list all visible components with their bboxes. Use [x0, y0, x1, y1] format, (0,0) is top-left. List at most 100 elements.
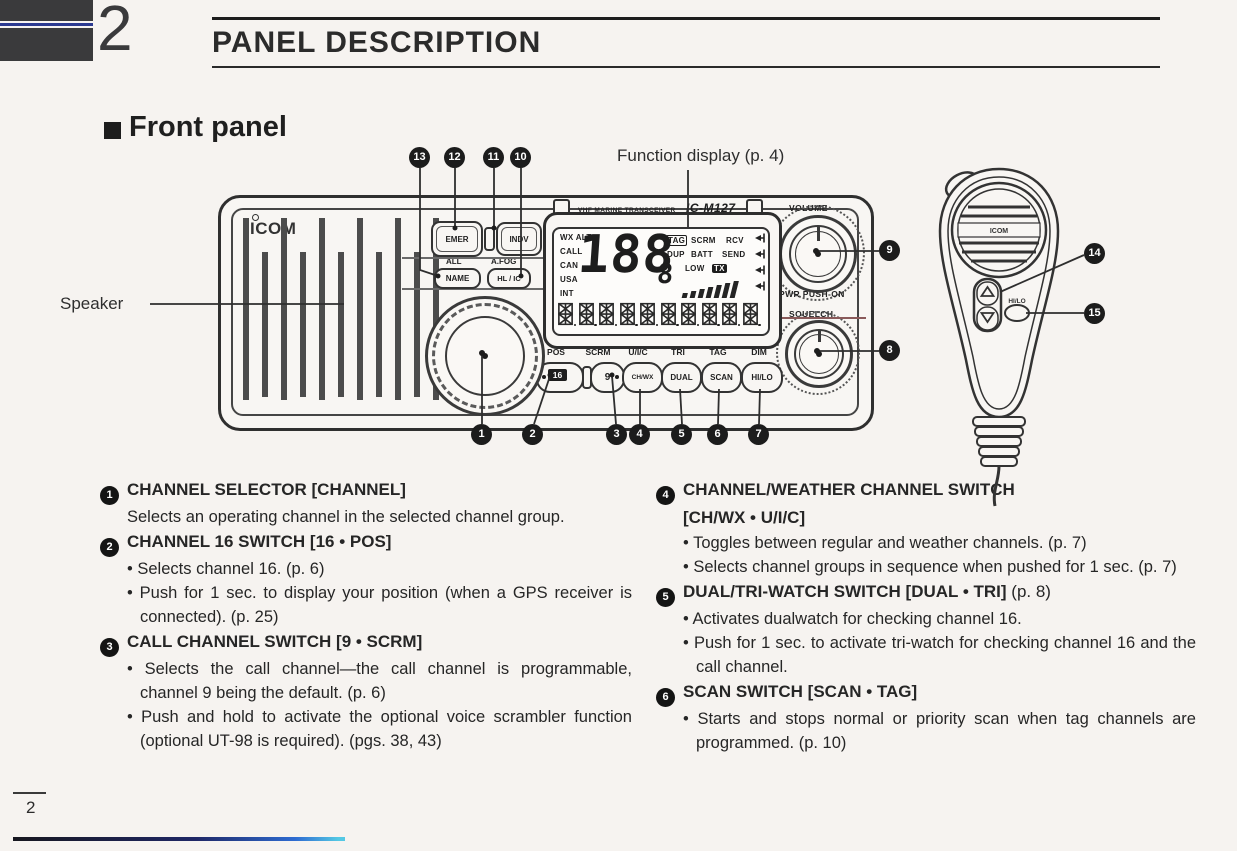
- hlic-button-label: HL / IC: [497, 274, 521, 283]
- description-column-left: 1 CHANNEL SELECTOR [CHANNEL] Selects an o…: [100, 477, 632, 753]
- section-bullet-square: [104, 122, 121, 139]
- lcd-int: INT: [560, 289, 574, 298]
- item-bullet: Toggles between regular and weather chan…: [683, 531, 1196, 555]
- item-bullet: Selects the call channel—the call channe…: [127, 657, 632, 705]
- tri-label: TRI: [671, 347, 685, 357]
- lcd-scrm: SCRM: [691, 236, 716, 245]
- lcd-send: SEND: [722, 250, 746, 259]
- description-item: 3 CALL CHANNEL SWITCH [9 • SCRM] Selects …: [100, 629, 632, 753]
- hailer-horn-icon: [753, 264, 767, 276]
- description-item: 2 CHANNEL 16 SWITCH [16 • POS] Selects ch…: [100, 529, 632, 629]
- mic-hilo-label: HI/LO: [1008, 298, 1025, 305]
- item-title: DUAL/TRI-WATCH SWITCH [DUAL • TRI]: [683, 582, 1007, 601]
- volume-knob: [779, 215, 857, 293]
- hailer-horn-icon: [753, 232, 767, 244]
- speaker-label: Speaker: [60, 294, 124, 313]
- chapter-tab-stripe: [0, 23, 93, 26]
- callout-5: 5: [671, 424, 692, 445]
- item-bullet: Push and hold to activate the optional v…: [127, 705, 632, 753]
- uic-label: U/I/C: [628, 347, 648, 357]
- tag-label: TAG: [709, 347, 727, 357]
- up-arrow-icon: [979, 285, 996, 297]
- call-channel-button-label: 9: [604, 372, 611, 383]
- button-separator: [484, 227, 495, 251]
- mic-speaker-grille: ICOM: [950, 181, 1048, 279]
- emer-button: EMER: [431, 221, 483, 257]
- emer-button-label: EMER: [436, 226, 478, 252]
- panel-line: [775, 317, 866, 319]
- lcd-dup: DUP: [667, 250, 685, 259]
- item-number-badge: 5: [656, 588, 675, 607]
- panel-line: [402, 257, 543, 259]
- lcd-can: CAN: [560, 261, 579, 270]
- hlic-button: HL / IC: [487, 268, 531, 289]
- down-arrow-icon: [979, 312, 996, 324]
- item-title: CHANNEL/WEATHER CHANNEL SWITCH: [683, 480, 1015, 499]
- item-title: SCAN SWITCH [SCAN • TAG]: [683, 682, 918, 701]
- item-bullet: Push for 1 sec. to display your position…: [127, 581, 632, 629]
- lcd-rcv: RCV: [726, 236, 744, 245]
- call-channel-button: 9: [590, 362, 625, 393]
- mic-hilo-button: HI/LO: [1004, 298, 1030, 322]
- scan-button: SCAN: [701, 362, 742, 393]
- footer-rule: [13, 792, 46, 794]
- item-number-badge: 1: [100, 486, 119, 505]
- callout-8: 8: [879, 340, 900, 361]
- hilo-button-label: HI/LO: [751, 373, 773, 382]
- callout-3: 3: [606, 424, 627, 445]
- section-heading: Front panel: [129, 111, 287, 143]
- mic-updown-buttons: [972, 277, 1003, 333]
- item-body: Selects an operating channel in the sele…: [127, 508, 565, 526]
- callout-11: 11: [483, 147, 504, 168]
- afog-label: A.FOG: [491, 257, 517, 266]
- hailer-horn-icon: [753, 248, 767, 260]
- item-title: CHANNEL SELECTOR [CHANNEL]: [127, 480, 406, 499]
- lcd-call: CALL: [560, 247, 583, 256]
- lcd-sub-digit: 8: [655, 259, 675, 290]
- dim-label: DIM: [751, 347, 767, 357]
- lcd-wx-alt: WX ALT: [560, 233, 592, 242]
- callout-9: 9: [879, 240, 900, 261]
- page-number: 2: [26, 798, 36, 817]
- item-title: CALL CHANNEL SWITCH [9 • SCRM]: [127, 632, 423, 651]
- item-title: CHANNEL 16 SWITCH [16 • POS]: [127, 532, 392, 551]
- name-button-label: NAME: [445, 274, 470, 283]
- callout-14: 14: [1084, 243, 1105, 264]
- signal-meter: [681, 279, 757, 298]
- indv-button: INDV: [496, 222, 542, 256]
- header-rule: [212, 17, 1160, 20]
- item-number-badge: 6: [656, 688, 675, 707]
- lcd-usa: USA: [560, 275, 578, 284]
- item-bullet: Selects channel 16. (p. 6): [127, 557, 632, 581]
- callout-2: 2: [522, 424, 543, 445]
- pwr-push-on-label: PWR PUSH-ON: [779, 289, 845, 299]
- lcd-tx: TX: [712, 264, 727, 273]
- speaker-grille: [262, 252, 449, 397]
- hailer-horn-icon: [753, 280, 767, 292]
- chwx-button: CH/WX: [622, 362, 663, 393]
- transceiver-label: VHF MARINE TRANSCEIVER: [578, 207, 676, 214]
- hand-microphone: ICOM HI/LO: [938, 167, 1060, 507]
- item-number-badge: 4: [656, 486, 675, 505]
- description-item: 1 CHANNEL SELECTOR [CHANNEL] Selects an o…: [100, 477, 632, 529]
- ch16-button-label: 16: [548, 369, 567, 381]
- title-rule: [212, 66, 1160, 68]
- squelch-ticks: [776, 311, 860, 395]
- hailer-horn-icons: [753, 232, 767, 292]
- all-label: ALL: [446, 257, 462, 266]
- chapter-tab-bar: [0, 28, 93, 61]
- dual-button: DUAL: [661, 362, 702, 393]
- callout-15: 15: [1084, 303, 1105, 324]
- item-bullet: Activates dualwatch for checking channel…: [683, 607, 1196, 631]
- item-number-badge: 2: [100, 538, 119, 557]
- scrm-label: SCRM: [585, 347, 611, 357]
- dual-button-label: DUAL: [670, 373, 693, 382]
- lcd-alpha-segments: [558, 302, 764, 326]
- item-number-badge: 3: [100, 638, 119, 657]
- callout-10: 10: [510, 147, 531, 168]
- callout-6: 6: [707, 424, 728, 445]
